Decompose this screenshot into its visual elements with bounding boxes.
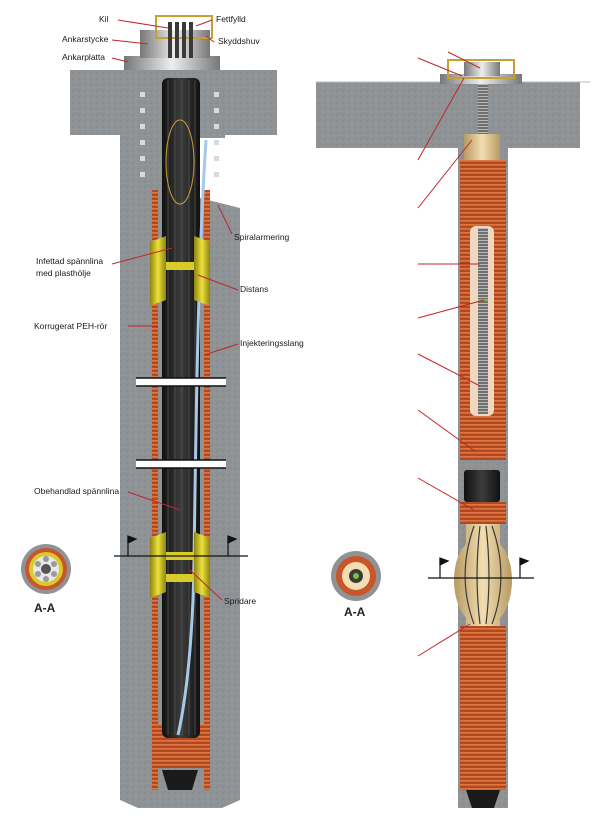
right-spreader — [454, 524, 512, 626]
threaded-bar-inner — [478, 228, 488, 414]
strand-lines — [167, 80, 196, 735]
right-cap — [447, 59, 515, 79]
label-skyddshuv: Skyddshuv — [218, 36, 260, 46]
tendon-bundle — [162, 78, 200, 738]
label-obehandlad: Obehandlad spännlina — [34, 486, 119, 496]
label-kil: Kil — [99, 14, 109, 24]
label-korrugerat: Korrugerat PEH-rör — [34, 321, 107, 331]
spacer-upper — [150, 236, 210, 306]
label-fettfylld: Fettfylld — [216, 14, 246, 24]
left-duct-wall-right — [204, 190, 210, 790]
right-coupler — [464, 470, 500, 502]
right-duct-mid — [460, 502, 506, 524]
left-duct-wall-left — [152, 190, 158, 790]
label-ankarplatta: Ankarplatta — [62, 52, 105, 62]
label-distans: Distans — [240, 284, 268, 294]
break-mark-upper — [136, 377, 226, 387]
label-infettad-2: med plasthölje — [36, 268, 91, 278]
right-duct-lower — [460, 626, 506, 790]
label-spiralarmering: Spiralarmering — [234, 232, 290, 242]
spiral-reinforcement — [140, 92, 219, 177]
cross-section-a-right — [331, 551, 381, 601]
tendon-bottom-cap — [162, 770, 198, 790]
label-infettad-1: Infettad spännlina — [36, 256, 103, 266]
label-ankarstycke: Ankarstycke — [62, 34, 109, 44]
right-transition-top — [464, 134, 500, 160]
label-injektering: Injekteringsslang — [240, 338, 304, 348]
label-spridare: Spridare — [224, 596, 256, 606]
right-anchor-diagram: A-A — [316, 51, 590, 808]
section-cut-a-left — [114, 535, 248, 557]
strand-highlight-oval — [165, 119, 195, 205]
cross-section-a-left — [21, 544, 71, 594]
leader-lines-left — [111, 19, 239, 601]
anchor-plate — [124, 56, 220, 70]
right-bottom-cap — [466, 790, 500, 808]
wedges — [168, 22, 193, 58]
right-nut — [464, 62, 500, 76]
right-spreader-strands — [464, 525, 502, 625]
break-mark-lower — [136, 459, 226, 469]
threaded-bar-top — [478, 84, 488, 164]
leader-lines-right — [417, 51, 485, 657]
section-label-left: A-A — [34, 601, 56, 615]
right-concrete — [316, 82, 580, 808]
section-label-right: A-A — [344, 605, 366, 619]
left-anchor-diagram: A-A Kil Fettfylld Ankarstycke Skyddshuv … — [21, 14, 304, 808]
section-cut-a-right — [428, 557, 534, 579]
